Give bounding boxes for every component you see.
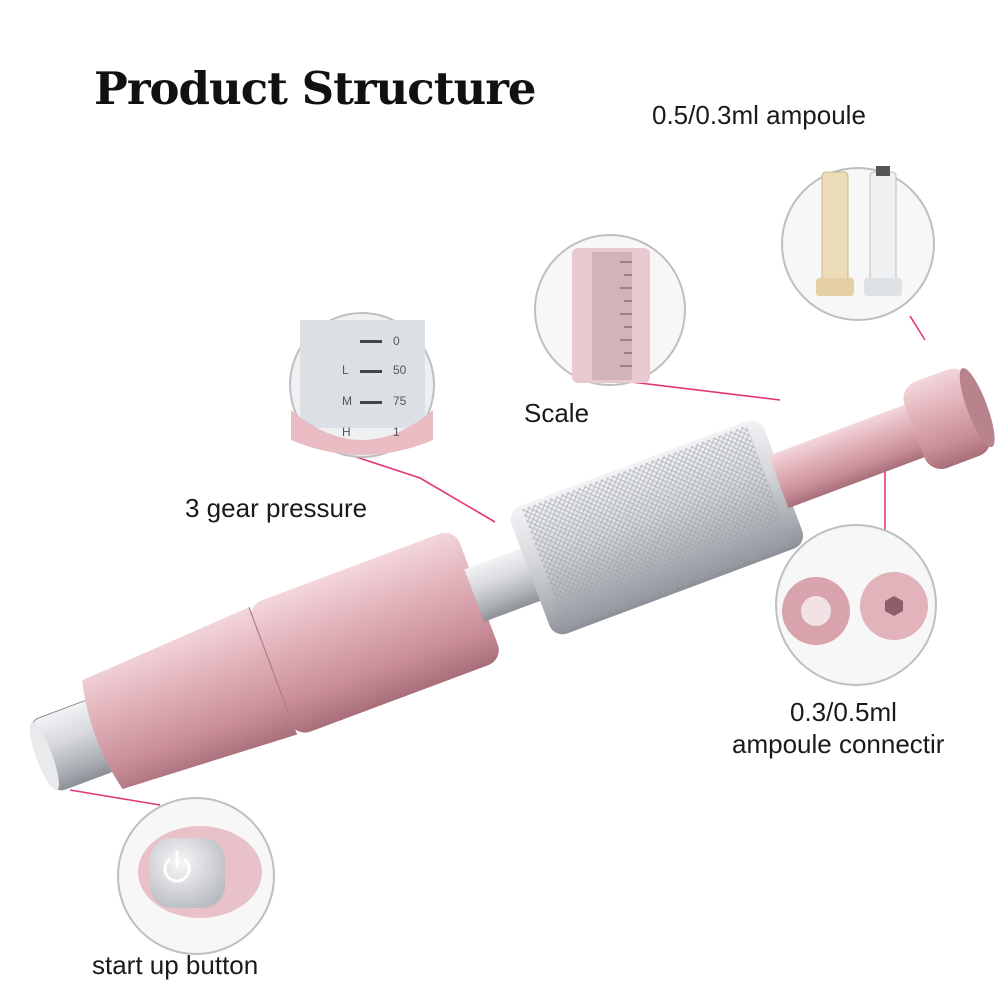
gear-pressure-label: 3 gear pressure bbox=[185, 493, 368, 523]
leader-line-ampoule bbox=[909, 315, 926, 341]
connector-label-line1: 0.3/0.5ml bbox=[790, 697, 897, 727]
leader-line-gear bbox=[334, 449, 496, 523]
start-button-label: start up button bbox=[92, 950, 259, 980]
page-title: Product Structure bbox=[94, 62, 537, 115]
front-housing bbox=[251, 532, 499, 733]
scale-label: Scale bbox=[524, 398, 590, 428]
connector-label-line2: ampoule connectir bbox=[732, 729, 945, 759]
gear-mark-m: M bbox=[342, 394, 352, 408]
leader-line-scale bbox=[614, 379, 781, 401]
gear-detail-circle: L M H 0 50 75 1 bbox=[289, 312, 435, 458]
rear-housing bbox=[82, 607, 297, 790]
gear-value-1: 1 bbox=[393, 425, 400, 439]
start-detail-circle bbox=[117, 797, 275, 955]
ampoule-label: 0.5/0.3ml ampoule bbox=[652, 100, 866, 130]
power-icon bbox=[163, 850, 191, 883]
start-button-face bbox=[29, 722, 59, 791]
rose-barrel bbox=[768, 403, 929, 509]
gear-value-75: 75 bbox=[393, 394, 407, 408]
gear-mark-h: H bbox=[342, 425, 351, 439]
ampoule-detail-circle bbox=[781, 166, 935, 321]
gear-value-0: 0 bbox=[393, 334, 400, 348]
leader-line-start bbox=[69, 789, 161, 806]
pen-body bbox=[29, 368, 995, 791]
scale-detail-circle bbox=[534, 234, 686, 386]
connector-detail-circle bbox=[775, 524, 937, 686]
gear-value-50: 50 bbox=[393, 363, 407, 377]
gear-mark-l: L bbox=[342, 363, 349, 377]
